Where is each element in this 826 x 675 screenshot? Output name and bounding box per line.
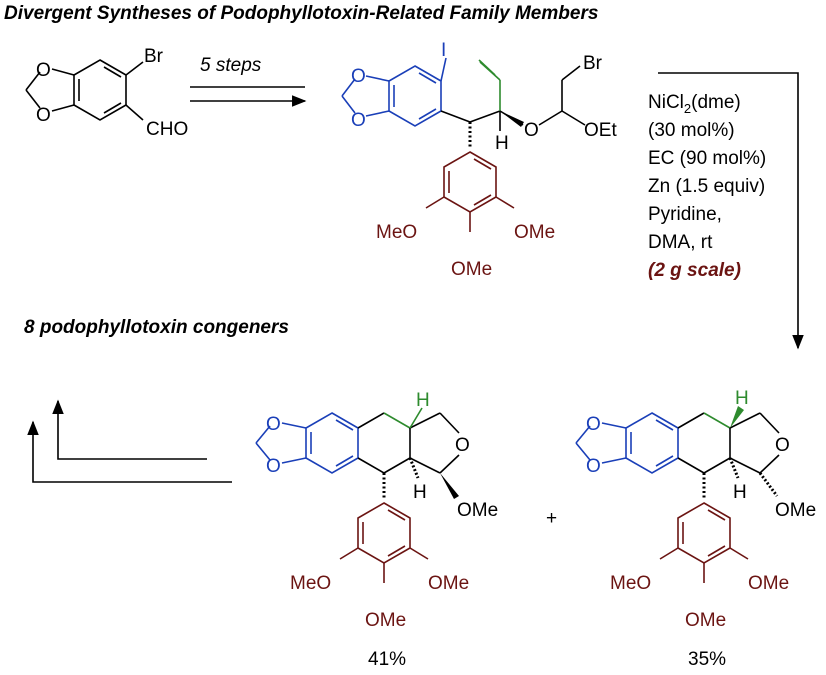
congener-arrows (27, 399, 232, 483)
int-wedge (500, 111, 524, 127)
int-o-bottom: O (351, 110, 366, 131)
p1-wedge-ome (440, 473, 459, 499)
p1-ome: OMe (457, 500, 498, 521)
p2-meo-left: MeO (610, 573, 651, 594)
p2-o-ring: O (775, 435, 790, 456)
int-meo-left: MeO (376, 222, 417, 243)
product2-trimethoxyphenyl (659, 502, 749, 583)
int-oet: OEt (584, 120, 617, 141)
p1-ome-right: OMe (428, 573, 469, 594)
product2-core (677, 412, 780, 500)
p1-meo-left: MeO (290, 573, 331, 594)
congeners-label: 8 podophyllotoxin congeners (24, 317, 289, 338)
intermediate-trimethoxyphenyl (425, 151, 515, 232)
p2-wedge-h (730, 406, 744, 428)
p2-o1: O (586, 414, 601, 435)
intermediate-chain (440, 57, 586, 148)
p2-o2: O (586, 456, 601, 477)
int-ome-bottom: OMe (451, 259, 492, 280)
p1-ome-bottom: OMe (365, 610, 406, 631)
scheme-title: Divergent Syntheses of Podophyllotoxin-R… (4, 3, 598, 24)
p1-o2: O (266, 456, 281, 477)
starting-material (25, 59, 144, 121)
p2-h-mid: H (733, 482, 747, 503)
start-br: Br (144, 46, 164, 67)
int-br: Br (583, 53, 603, 74)
int-o-ether: O (524, 120, 539, 141)
p2-ome-right: OMe (748, 573, 789, 594)
conditions-arrow (658, 72, 804, 350)
p2-ome: OMe (775, 500, 816, 521)
plus-sign: + (546, 508, 557, 529)
cond-scale: (2 g scale) (648, 260, 741, 281)
start-cho: CHO (146, 119, 188, 140)
start-o-top: O (36, 60, 51, 81)
p2-h-top: H (735, 388, 749, 409)
product1-core (357, 407, 460, 500)
start-o-bottom: O (36, 105, 51, 126)
p1-h-mid: H (413, 482, 427, 503)
cond-line1: NiCl2(dme) (648, 92, 741, 116)
p1-o-ring: O (455, 435, 470, 456)
cond-line6: DMA, rt (648, 232, 713, 253)
step-label: 5 steps (200, 55, 262, 76)
p2-yield: 35% (688, 649, 726, 670)
p2-ome-bottom: OMe (685, 610, 726, 631)
cond-line2: (30 mol%) (648, 120, 735, 141)
int-i: I (441, 40, 446, 61)
cond-line3: EC (90 mol%) (648, 148, 766, 169)
int-ome-right: OMe (514, 222, 555, 243)
p1-yield: 41% (368, 649, 406, 670)
product1-trimethoxyphenyl (339, 502, 429, 583)
p1-h-top: H (416, 390, 430, 411)
int-o-top: O (351, 66, 366, 87)
p1-o1: O (266, 414, 281, 435)
int-h: H (495, 133, 509, 154)
cond-line4: Zn (1.5 equiv) (648, 176, 765, 197)
cond-line5: Pyridine, (648, 204, 722, 225)
